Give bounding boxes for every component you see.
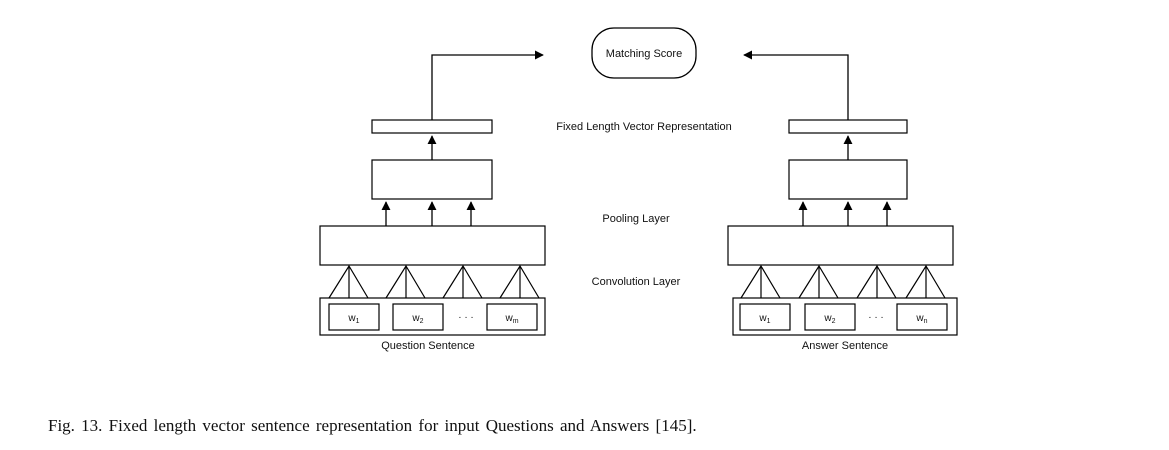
question-output-arrow [431, 50, 544, 120]
conv-filter [905, 264, 946, 299]
question-pooling-box [371, 159, 493, 200]
answer-convolution-box [727, 225, 954, 266]
question-ellipsis: · · · [458, 312, 474, 323]
conv-filter [385, 264, 426, 299]
answer-sentence-label: Answer Sentence [802, 340, 888, 352]
question-word-label: w1 [347, 313, 359, 325]
answer-word-box [896, 303, 948, 331]
figure-caption: Fig. 13. Fixed length vector sentence re… [48, 416, 697, 435]
answer-vector-box [788, 119, 908, 134]
answer-word-box [804, 303, 856, 331]
question-word-label: w2 [411, 313, 423, 325]
answer-word-label: wn [915, 313, 927, 325]
answer-output-arrow [743, 50, 849, 120]
answer-pooling-box [788, 159, 908, 200]
conv-filter [328, 264, 369, 299]
pooling-layer-label: Pooling Layer [602, 213, 670, 225]
question-convolution-box [319, 225, 546, 266]
answer-ellipsis: · · · [868, 312, 884, 323]
conv-filter [798, 264, 839, 299]
conv-filter [740, 264, 781, 299]
answer-word-label: w2 [823, 313, 835, 325]
answer-word-label: w1 [758, 313, 770, 325]
question-word-box [486, 303, 538, 331]
question-branch: w1 w2 · · · wm Question Sentence [319, 119, 546, 352]
question-word-box [328, 303, 380, 331]
matching-score-node [591, 27, 697, 79]
question-conv-filters [328, 264, 540, 299]
answer-branch: w1 w2 · · · wn Answer Sentence [727, 119, 958, 352]
question-word-box [392, 303, 444, 331]
conv-filter [499, 264, 540, 299]
answer-conv-filters [740, 264, 946, 299]
matching-score-label: Matching Score [606, 48, 682, 60]
fixed-length-label: Fixed Length Vector Representation [556, 121, 732, 133]
conv-filter [442, 264, 483, 299]
conv-filter [856, 264, 897, 299]
convolution-layer-label: Convolution Layer [592, 276, 681, 288]
question-word-label: wm [504, 313, 518, 325]
question-vector-box [371, 119, 493, 134]
answer-word-box [739, 303, 791, 331]
question-sentence-label: Question Sentence [381, 340, 475, 352]
